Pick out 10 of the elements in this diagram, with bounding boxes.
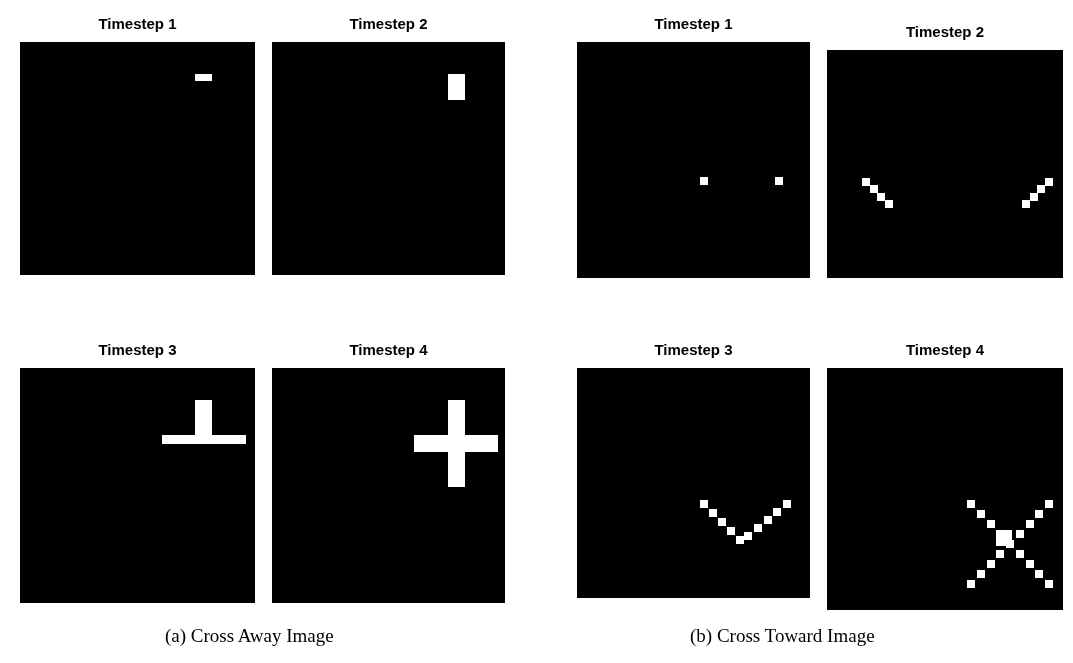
- panel-title: Timestep 1: [653, 15, 734, 32]
- panel-title: Timestep 4: [348, 341, 429, 358]
- figure-caption: (b) Cross Toward Image: [690, 625, 875, 647]
- panel-title: Timestep 2: [904, 23, 986, 40]
- panel-title: Timestep 2: [348, 15, 429, 32]
- panel-title: Timestep 1: [97, 15, 178, 32]
- panel-title: Timestep 4: [904, 341, 986, 358]
- figure-caption: (a) Cross Away Image: [165, 625, 334, 647]
- panel-title: Timestep 3: [97, 341, 178, 358]
- panel-title: Timestep 3: [653, 341, 734, 358]
